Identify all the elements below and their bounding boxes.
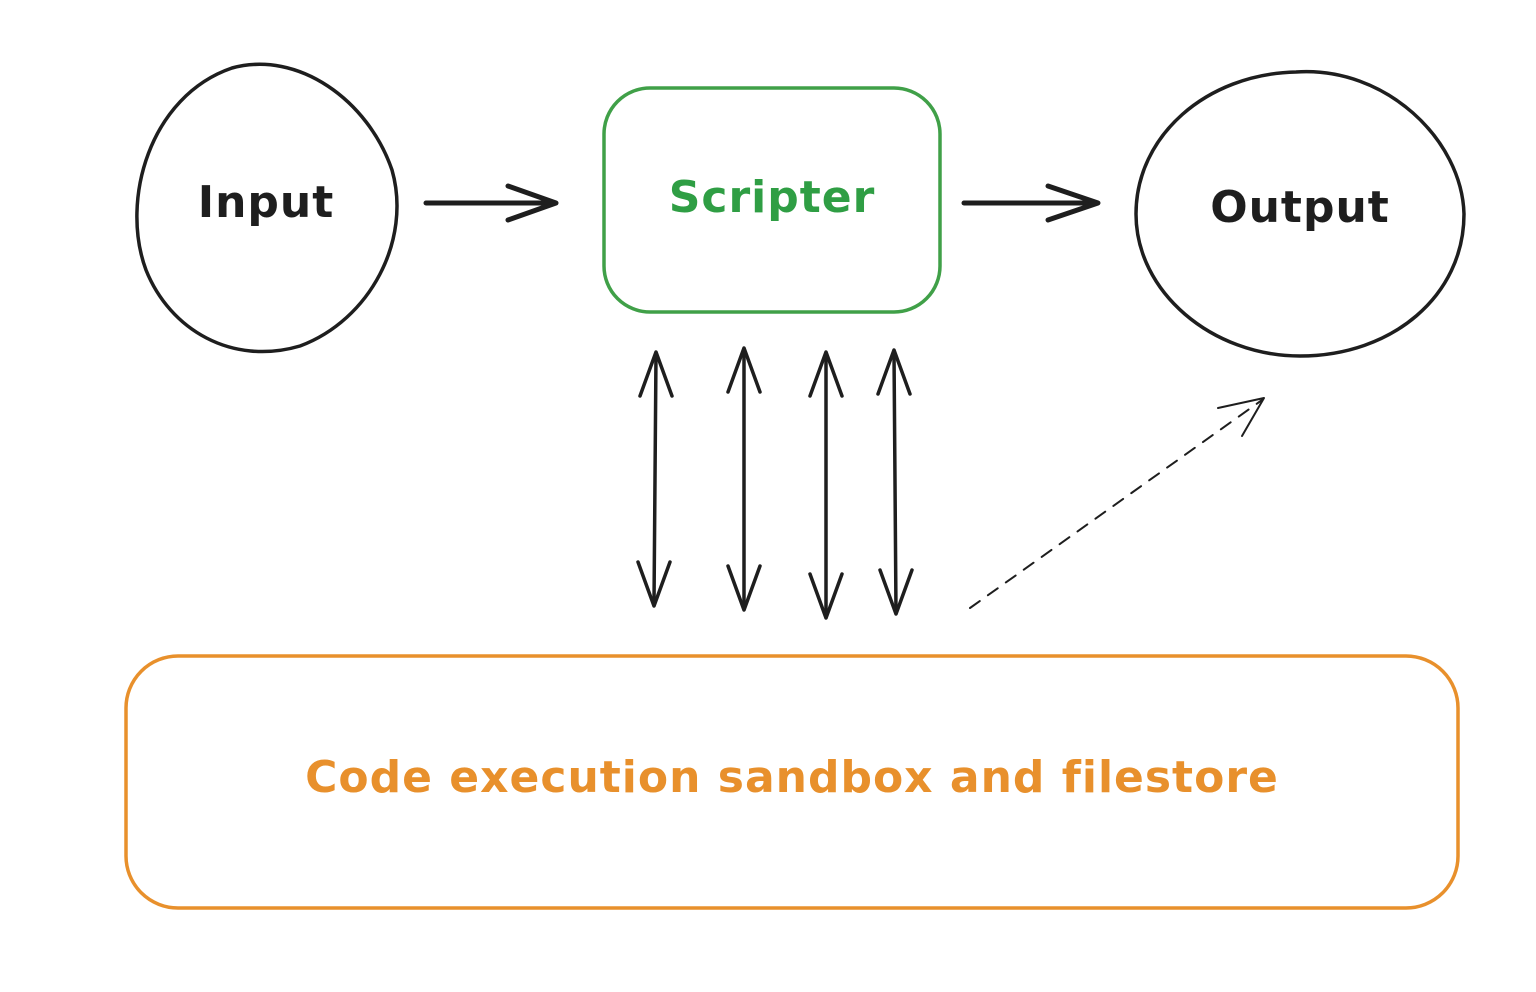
output-label: Output: [1210, 182, 1390, 233]
scripter-node-outline: [602, 86, 942, 314]
output-node: Output: [1134, 70, 1466, 358]
output-node-outline: [1134, 70, 1466, 358]
bidirectional-arrow-2: [726, 346, 762, 612]
input-node: Input: [135, 62, 399, 354]
input-label: Input: [198, 177, 335, 228]
scripter-label: Scripter: [669, 172, 876, 223]
dashed-arrow-sandbox-to-output: [969, 397, 1265, 609]
bidirectional-arrow-3: [808, 350, 844, 620]
sandbox-node-outline: [124, 654, 1460, 910]
sandbox-node: Code execution sandbox and filestore: [124, 654, 1460, 910]
arrow-input-to-scripter: [423, 183, 559, 223]
scripter-node: Scripter: [602, 86, 942, 314]
bidirectional-arrow-4: [876, 348, 914, 616]
bidirectional-arrow-1: [636, 350, 674, 608]
arrow-scripter-to-output: [961, 183, 1101, 223]
input-node-outline: [135, 62, 399, 354]
sandbox-label: Code execution sandbox and filestore: [305, 752, 1279, 803]
